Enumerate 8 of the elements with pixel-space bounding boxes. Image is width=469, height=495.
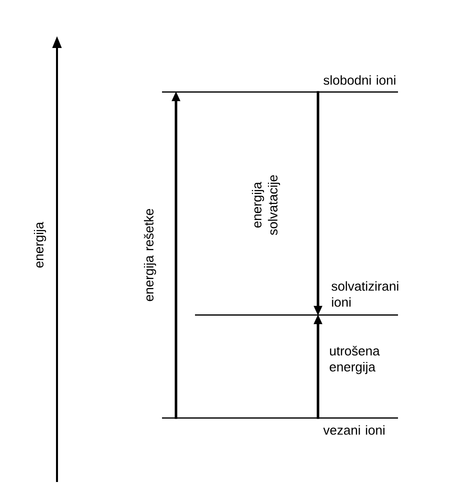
edge-label: utrošena energija <box>330 346 380 374</box>
level-label: vezani ioni <box>323 425 384 435</box>
axis-label: energija <box>34 222 46 268</box>
level-label: slobodni ioni <box>324 75 396 85</box>
level-label: solvatizirani ioni <box>332 281 398 307</box>
edge-label: energija solvatacije <box>252 175 280 235</box>
energy-level-line <box>162 417 398 419</box>
edge-label: energija rešetke <box>144 209 156 302</box>
